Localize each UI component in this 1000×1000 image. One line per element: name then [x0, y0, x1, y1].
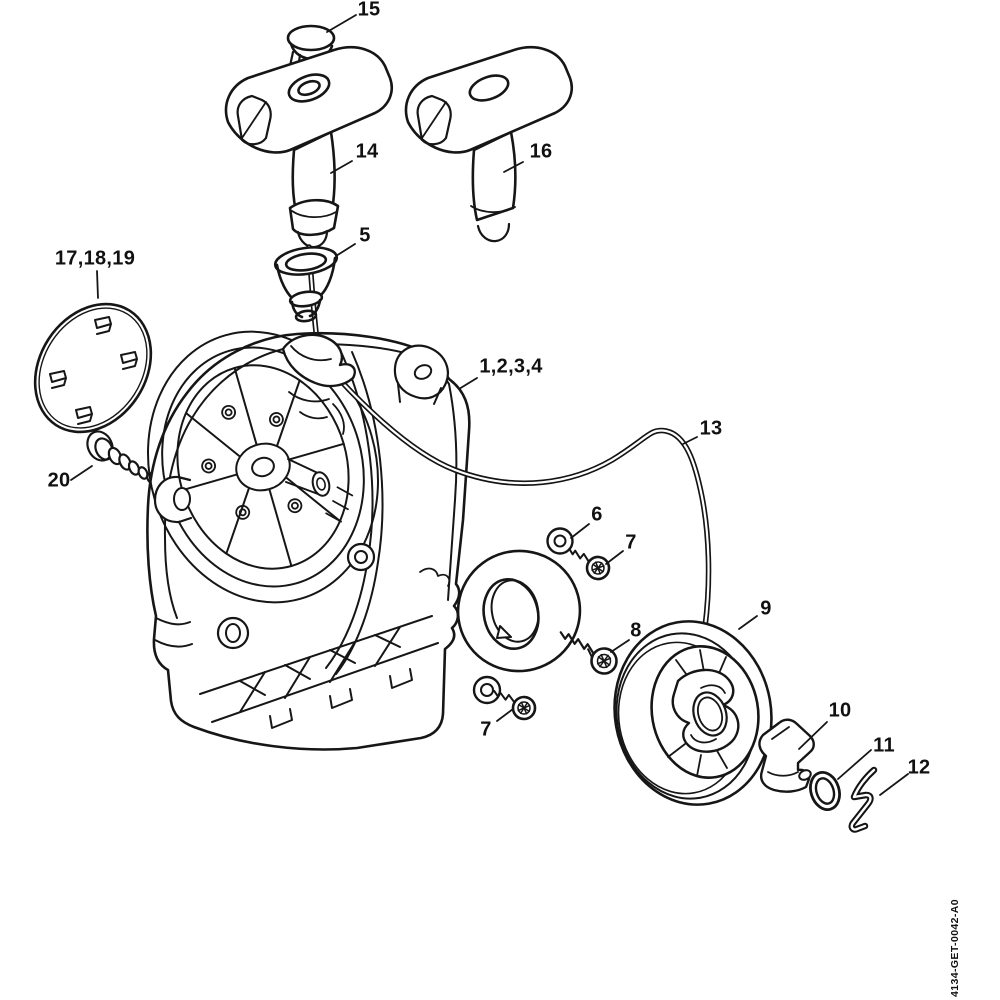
callout-8: 8 — [630, 619, 642, 642]
callout-17-18-19: 17,18,19 — [54, 247, 136, 270]
callout-12: 12 — [907, 756, 931, 779]
starter-grip-part-14 — [224, 45, 394, 249]
callout-14: 14 — [355, 140, 379, 163]
screw-part-7-upper — [564, 547, 613, 582]
callout-16: 16 — [529, 140, 553, 163]
cover-plate-part-17-18-19 — [33, 302, 153, 434]
rope-guide-plate-part-6 — [456, 527, 582, 705]
callout-9: 9 — [760, 597, 772, 620]
callout-11: 11 — [873, 734, 895, 757]
callout-10: 10 — [828, 699, 852, 722]
spring-clip-part-12 — [848, 766, 878, 833]
callout-1-2-3-4: 1,2,3,4 — [479, 355, 543, 378]
rope-bushing-part-5 — [273, 246, 339, 323]
callout-6: 6 — [591, 503, 603, 526]
callout-7-upper: 7 — [625, 531, 637, 554]
screw-part-8 — [555, 631, 621, 677]
pawl-part-10 — [758, 718, 815, 793]
fan-housing-part-1-2-3-4 — [146, 330, 471, 751]
callout-15: 15 — [357, 0, 381, 21]
callout-5: 5 — [359, 224, 371, 247]
drawing-number: 4134-GET-0042-A0 — [949, 898, 961, 997]
screw-part-7-lower — [491, 689, 538, 722]
leader-lines — [70, 14, 909, 796]
starter-grip-part-16 — [404, 45, 574, 243]
rope-rotor-part-9 — [613, 620, 773, 806]
washer-part-11 — [809, 771, 841, 811]
callout-13: 13 — [699, 417, 723, 440]
starter-rope-part-13 — [281, 333, 712, 630]
callout-20: 20 — [47, 469, 71, 492]
callout-7-lower: 7 — [480, 718, 492, 741]
